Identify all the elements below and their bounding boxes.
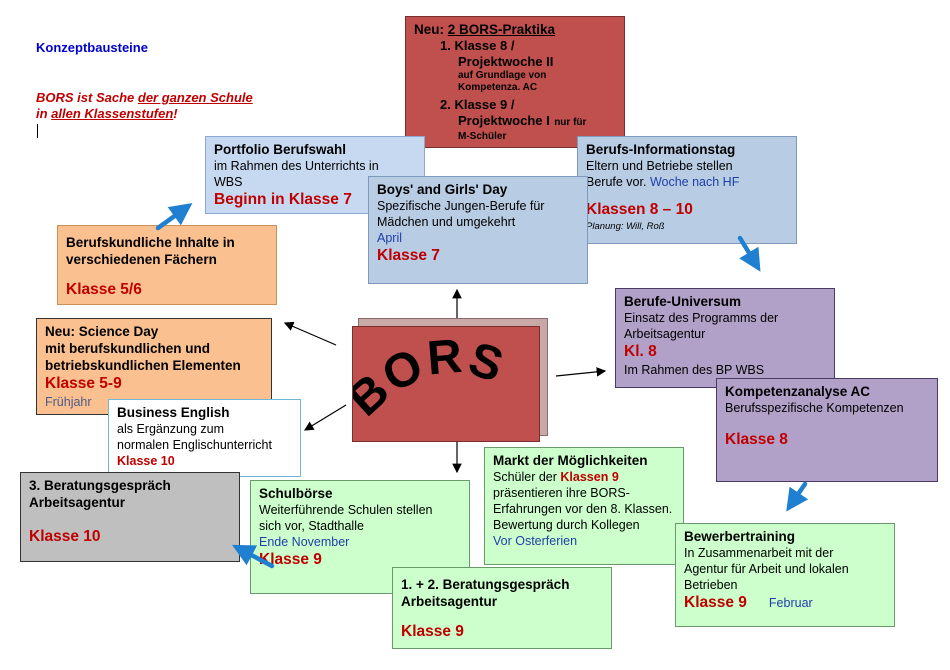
info-day-class: Klassen 8 – 10 xyxy=(586,201,693,218)
box-berufe-universum[interactable]: Berufe-Universum Einsatz des Programms d… xyxy=(615,288,835,388)
markt-line3: Erfahrungen vor den 8. Klassen. xyxy=(493,502,673,516)
box-praktika[interactable]: Neu: 2 BORS-Praktika 1. Klasse 8 / Proje… xyxy=(405,16,625,148)
bewerber-line2: Agentur für Arbeit und lokalen xyxy=(684,562,849,576)
blue-arrow-to-bewerber xyxy=(786,481,809,512)
schulboerse-date: Ende November xyxy=(259,535,350,549)
boys-girls-class: Klasse 7 xyxy=(377,247,440,264)
arrow-to-science-day xyxy=(283,321,337,346)
text-cursor xyxy=(37,124,38,138)
markt-line1: Schüler der xyxy=(493,470,561,484)
universum-class: Kl. 8 xyxy=(624,343,657,360)
box-beratung-3[interactable]: 3. Beratungsgespräch Arbeitsagentur Klas… xyxy=(20,472,240,562)
bors-tagline: BORS ist Sache der ganzen Schule in alle… xyxy=(36,90,253,122)
arrow-to-universum xyxy=(555,367,607,377)
tagline-prefix: BORS ist Sache xyxy=(36,90,138,105)
box-business-english[interactable]: Business English als Ergänzung zum norma… xyxy=(108,399,301,477)
info-day-date: Woche nach HF xyxy=(649,175,740,189)
berufskundliche-title1: Berufskundliche Inhalte in xyxy=(66,235,235,250)
praktika-item2-sub: M-Schüler xyxy=(458,131,507,142)
info-day-note: Planung: Will, Roß xyxy=(586,221,665,232)
tagline-suffix: ! xyxy=(173,106,178,121)
tagline-link-school[interactable]: der ganzen Schule xyxy=(137,90,253,105)
praktika-title: 2 BORS-Praktika xyxy=(447,22,556,37)
business-english-line2: normalen Englischunterricht xyxy=(117,438,272,452)
praktika-item1-line1: 1. Klasse 8 / xyxy=(440,38,515,53)
box-info-day[interactable]: Berufs-Informationstag Eltern und Betrie… xyxy=(577,136,797,244)
arrow-to-business-english xyxy=(303,404,347,431)
beratung3-title2: Arbeitsagentur xyxy=(29,495,126,510)
berufskundliche-class: Klasse 5/6 xyxy=(66,281,142,298)
bewerber-date: Februar xyxy=(768,596,813,610)
bewerber-line1: In Zusammenarbeit mit der xyxy=(684,546,834,560)
box-boys-girls-day[interactable]: Boys' and Girls' Day Spezifische Jungen-… xyxy=(368,176,588,284)
schulboerse-class: Klasse 9 xyxy=(259,551,322,568)
science-day-class: Klasse 5-9 xyxy=(45,375,122,392)
beratung3-class: Klasse 10 xyxy=(29,528,101,545)
bewerber-line3: Betrieben xyxy=(684,578,738,592)
boys-girls-title: Boys' and Girls' Day xyxy=(377,182,508,197)
info-day-line2: Berufe vor. xyxy=(586,175,650,189)
universum-line2: Arbeitsagentur xyxy=(624,327,706,341)
info-day-title: Berufs-Informationstag xyxy=(586,142,736,157)
berufskundliche-title2: verschiedenen Fächern xyxy=(66,252,217,267)
universum-title: Berufe-Universum xyxy=(624,294,742,309)
science-day-title1: Neu: Science Day xyxy=(45,324,159,339)
bewerber-class: Klasse 9 xyxy=(684,594,747,611)
box-beratung-12[interactable]: 1. + 2. Beratungsgespräch Arbeitsagentur… xyxy=(392,567,612,649)
business-english-line1: als Ergänzung zum xyxy=(117,422,225,436)
box-markt[interactable]: Markt der Möglichkeiten Schüler der Klas… xyxy=(484,447,684,565)
beratung12-class: Klasse 9 xyxy=(401,623,464,640)
beratung12-title2: Arbeitsagentur xyxy=(401,594,498,609)
box-kompetenzanalyse[interactable]: Kompetenzanalyse AC Berufsspezifische Ko… xyxy=(716,378,938,482)
bewerber-title: Bewerbertraining xyxy=(684,529,796,544)
schulboerse-line2: sich vor, Stadthalle xyxy=(259,519,364,533)
business-english-title: Business English xyxy=(117,405,230,420)
kompetenz-class: Klasse 8 xyxy=(725,431,788,448)
tagline-mid: in xyxy=(36,106,52,121)
beratung3-title1: 3. Beratungsgespräch xyxy=(29,478,171,493)
blue-arrow-to-beratung3 xyxy=(232,544,275,569)
portfolio-class: Beginn in Klasse 7 xyxy=(214,191,352,208)
science-day-date: Frühjahr xyxy=(45,395,92,409)
praktika-item1-sub2: Kompetenza. AC xyxy=(458,82,538,93)
praktika-title-prefix: Neu: xyxy=(414,22,448,37)
business-english-class: Klasse 10 xyxy=(117,454,175,468)
markt-line1-class: Klassen 9 xyxy=(560,470,619,484)
portfolio-title: Portfolio Berufswahl xyxy=(214,142,347,157)
beratung12-title1: 1. + 2. Beratungsgespräch xyxy=(401,577,570,592)
bors-logo-graphic: BORS xyxy=(338,330,509,427)
praktika-item1-sub1: auf Grundlage von xyxy=(458,70,547,81)
kompetenz-line1: Berufsspezifische Kompetenzen xyxy=(725,401,904,415)
science-day-title2: mit berufskundlichen und xyxy=(45,341,211,356)
box-science-day[interactable]: Neu: Science Day mit berufskundlichen un… xyxy=(36,318,272,415)
markt-line2: präsentieren ihre BORS- xyxy=(493,486,630,500)
praktika-item2-line1: 2. Klasse 9 / xyxy=(440,97,515,112)
boys-girls-line2: Mädchen und umgekehrt xyxy=(377,215,516,229)
concept-title: Konzeptbausteine xyxy=(36,40,148,55)
bors-center[interactable]: BORS xyxy=(338,326,540,442)
markt-title: Markt der Möglichkeiten xyxy=(493,453,648,468)
tagline-link-classes[interactable]: allen Klassenstufen xyxy=(51,106,174,121)
box-berufskundliche[interactable]: Berufskundliche Inhalte in verschiedenen… xyxy=(57,225,277,305)
praktika-item1-line2: Projektwoche II xyxy=(458,54,554,69)
universum-line1: Einsatz des Programms der xyxy=(624,311,779,325)
blue-arrow-to-portfolio xyxy=(155,203,193,231)
schulboerse-title: Schulbörse xyxy=(259,486,333,501)
praktika-item2-line2: Projektwoche I xyxy=(458,113,550,128)
markt-date: Vor Osterferien xyxy=(493,534,578,548)
markt-line4: Bewertung durch Kollegen xyxy=(493,518,640,532)
universum-line3: Im Rahmen des BP WBS xyxy=(624,363,765,377)
kompetenz-title: Kompetenzanalyse AC xyxy=(725,384,871,399)
boys-girls-date: April xyxy=(377,231,403,245)
box-bewerbertraining[interactable]: Bewerbertraining In Zusammenarbeit mit d… xyxy=(675,523,895,627)
praktika-item2-tail: nur für xyxy=(554,117,587,128)
info-day-line1: Eltern und Betriebe stellen xyxy=(586,159,733,173)
portfolio-line1: im Rahmen des Unterrichts in xyxy=(214,159,379,173)
blue-arrow-to-universum xyxy=(737,235,761,272)
schulboerse-line1: Weiterführende Schulen stellen xyxy=(259,503,433,517)
portfolio-line2: WBS xyxy=(214,175,243,189)
boys-girls-line1: Spezifische Jungen-Berufe für xyxy=(377,199,545,213)
science-day-title3: betriebskundlichen Elementen xyxy=(45,358,241,373)
